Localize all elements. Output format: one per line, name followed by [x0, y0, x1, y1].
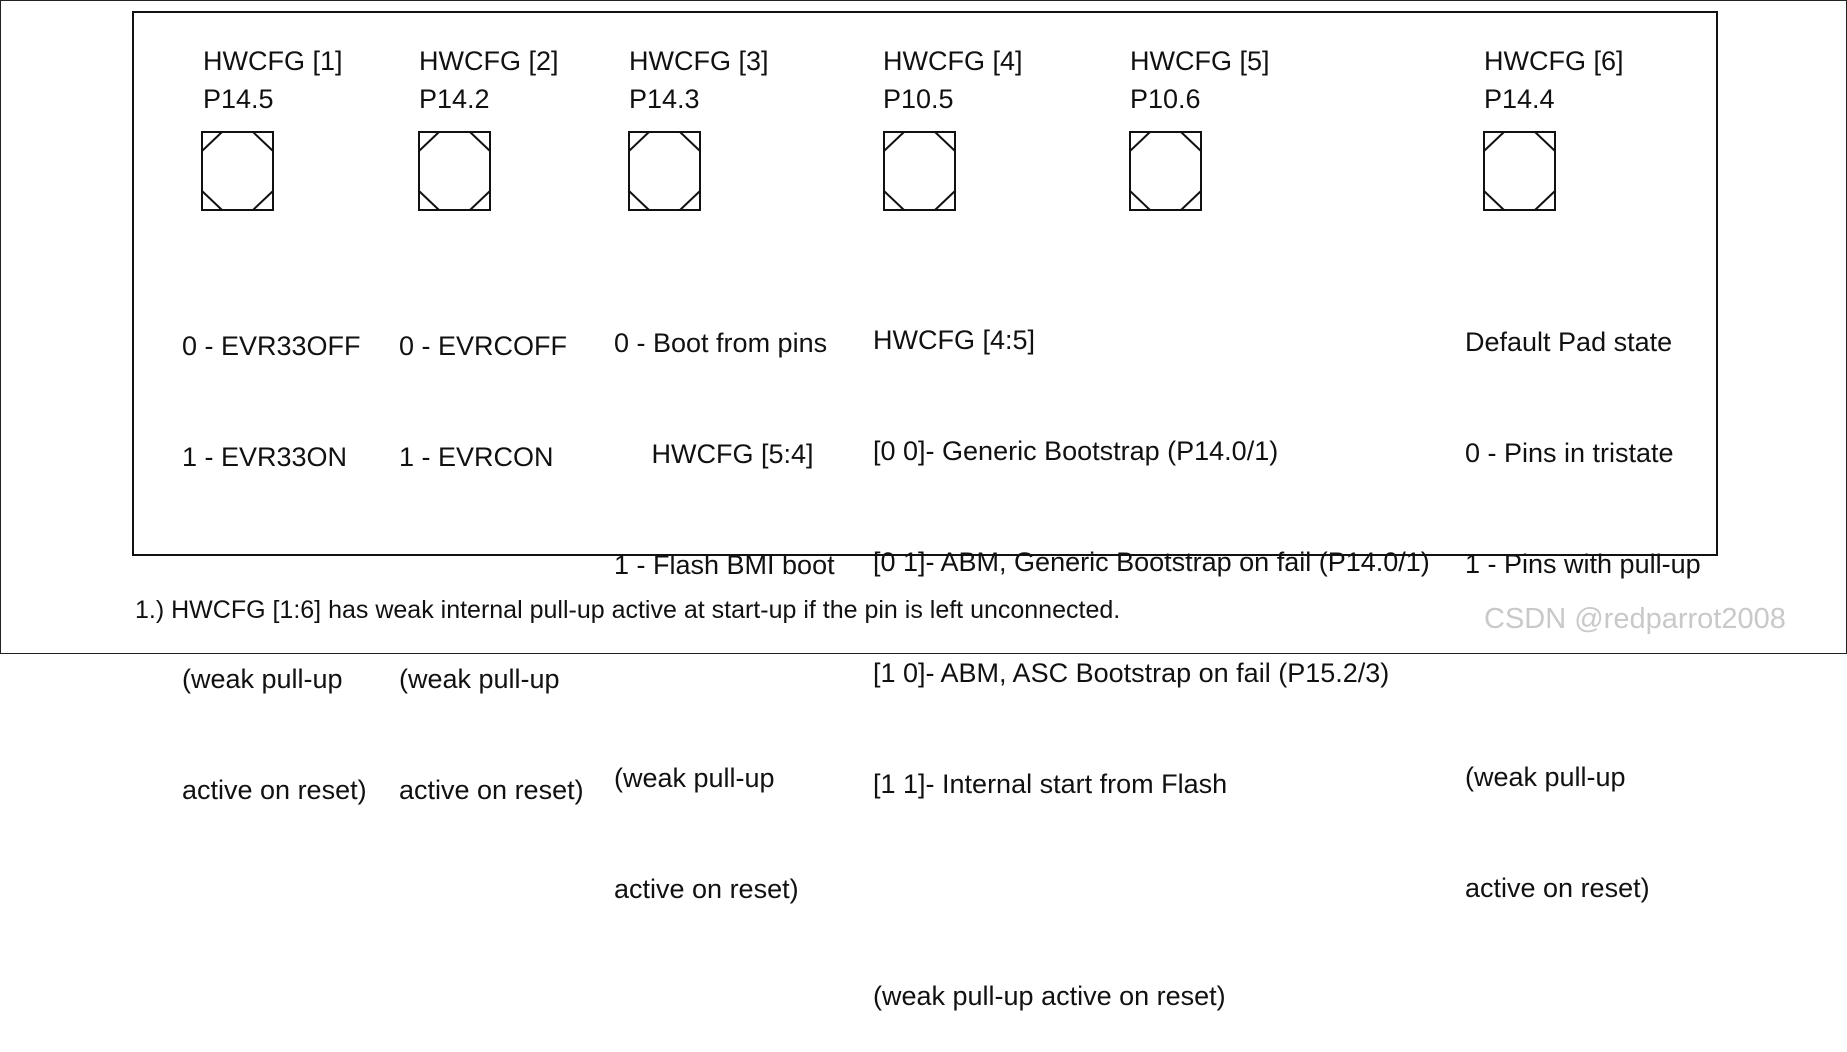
note-line: (weak pull-up	[614, 763, 775, 793]
option-line: 0 - Boot from pins	[614, 328, 828, 358]
pin-port: P14.2	[419, 84, 490, 114]
option-line: 1 - EVRCON	[399, 442, 554, 472]
pin-name: HWCFG [1]	[203, 46, 343, 76]
option-line: HWCFG [5:4]	[614, 439, 814, 469]
option-line: [1 1]- Internal start from Flash	[873, 769, 1228, 799]
pad-symbol-hwcfg6	[1483, 131, 1556, 211]
combined-title: HWCFG [4:5]	[873, 325, 1036, 355]
pin-header-hwcfg2: HWCFG [2] P14.2	[419, 42, 559, 118]
pin-port: P14.4	[1484, 84, 1555, 114]
note-line: active on reset)	[1465, 873, 1650, 903]
pin-header-hwcfg3: HWCFG [3] P14.3	[629, 42, 769, 118]
option-line: Default Pad state	[1465, 327, 1673, 357]
pin-name: HWCFG [6]	[1484, 46, 1624, 76]
option-line: 1 - Flash BMI boot	[614, 550, 835, 580]
note-line: (weak pull-up	[1465, 762, 1626, 792]
pin-port: P10.6	[1130, 84, 1201, 114]
pin-port: P10.5	[883, 84, 954, 114]
pad-symbol-hwcfg2	[418, 131, 491, 211]
pin-header-hwcfg5: HWCFG [5] P10.6	[1130, 42, 1270, 118]
footnote: 1.) HWCFG [1:6] has weak internal pull-u…	[135, 596, 1121, 624]
option-line: [0 0]- Generic Bootstrap (P14.0/1)	[873, 436, 1279, 466]
pin-header-hwcfg1: HWCFG [1] P14.5	[203, 42, 343, 118]
description-hwcfg6: Default Pad state 0 - Pins in tristate 1…	[1465, 250, 1701, 944]
option-line: 0 - EVRCOFF	[399, 331, 568, 361]
watermark: CSDN @redparrot2008	[1484, 603, 1786, 635]
description-hwcfg4-5: HWCFG [4:5] [0 0]- Generic Bootstrap (P1…	[873, 248, 1430, 1052]
option-line: [0 1]- ABM, Generic Bootstrap on fail (P…	[873, 547, 1430, 577]
description-hwcfg2: 0 - EVRCOFF 1 - EVRCON (weak pull-up act…	[399, 254, 584, 846]
pin-port: P14.3	[629, 84, 700, 114]
note-line: (weak pull-up	[182, 664, 343, 694]
diagram-frame	[132, 11, 1718, 556]
pin-header-hwcfg4: HWCFG [4] P10.5	[883, 42, 1023, 118]
pin-name: HWCFG [5]	[1130, 46, 1270, 76]
note-line: active on reset)	[399, 775, 584, 805]
pin-header-hwcfg6: HWCFG [6] P14.4	[1484, 42, 1624, 118]
pad-symbol-hwcfg1	[201, 131, 274, 211]
pad-symbol-hwcfg3	[628, 131, 701, 211]
option-line: 1 - Pins with pull-up	[1465, 549, 1701, 579]
note-line: (weak pull-up	[399, 664, 560, 694]
pin-name: HWCFG [2]	[419, 46, 559, 76]
option-line: 1 - EVR33ON	[182, 442, 348, 472]
option-line: 0 - EVR33OFF	[182, 331, 361, 361]
option-line: [1 0]- ABM, ASC Bootstrap on fail (P15.2…	[873, 658, 1390, 688]
pin-port: P14.5	[203, 84, 274, 114]
pad-symbol-hwcfg5	[1129, 131, 1202, 211]
pad-symbol-hwcfg4	[883, 131, 956, 211]
pin-name: HWCFG [4]	[883, 46, 1023, 76]
description-hwcfg1: 0 - EVR33OFF 1 - EVR33ON (weak pull-up a…	[182, 254, 367, 846]
option-line: 0 - Pins in tristate	[1465, 438, 1674, 468]
note-line: active on reset)	[614, 874, 799, 904]
note-line: (weak pull-up active on reset)	[873, 981, 1226, 1011]
pin-name: HWCFG [3]	[629, 46, 769, 76]
note-line: active on reset)	[182, 775, 367, 805]
